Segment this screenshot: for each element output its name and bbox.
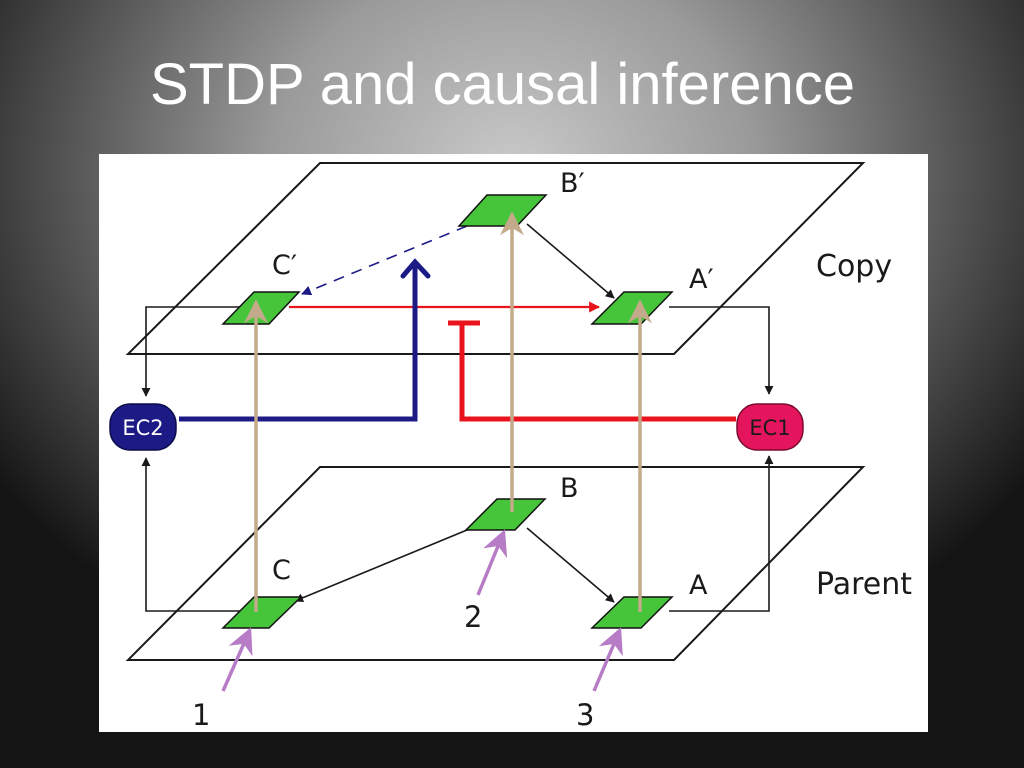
copy-plane-label: Copy: [816, 249, 892, 284]
input-1-arrow: [221, 627, 253, 692]
label-a-prime: A′: [689, 264, 714, 295]
node-a-prime: [590, 291, 674, 325]
node-c-prime: [221, 291, 301, 325]
node-b: [464, 498, 547, 531]
node-b-prime: [457, 194, 548, 227]
ec1-node: [736, 403, 804, 451]
b-to-a-arrow: [526, 527, 615, 603]
input-3-arrow: [592, 627, 623, 692]
label-a: A: [689, 570, 708, 601]
stdp-diagram: EC2 EC1 B′ C′ A′ B C A Copy Parent 1 2 3: [109, 162, 912, 732]
c-to-ec2-line: [141, 457, 249, 612]
ec2-excitatory-path: [179, 263, 418, 422]
parent-plane: [125, 466, 866, 661]
input-3-label: 3: [576, 698, 594, 732]
label-b: B: [560, 473, 579, 504]
label-c: C: [272, 555, 291, 586]
ec2-node: [109, 403, 177, 451]
slide-title: STDP and causal inference: [149, 52, 855, 117]
c-prime-to-ec2-line: [141, 306, 249, 397]
a-to-ec1-line: [669, 455, 774, 612]
input-1-label: 1: [192, 698, 210, 732]
b-prime-to-a-prime-arrow: [526, 223, 615, 299]
ec1-inhibitory-path: [459, 323, 736, 422]
b-to-c-arrow: [294, 529, 468, 603]
a-prime-to-ec1-line: [669, 306, 774, 395]
parent-plane-label: Parent: [816, 567, 912, 602]
node-a: [590, 596, 674, 629]
node-c: [221, 596, 303, 629]
ec2-label: EC2: [122, 416, 163, 440]
ec1-label: EC1: [749, 416, 790, 440]
label-b-prime: B′: [560, 168, 585, 199]
input-2-label: 2: [464, 600, 482, 634]
input-2-arrow: [476, 529, 508, 596]
ec2-arrowhead: [400, 258, 431, 279]
diagram-panel: EC2 EC1 B′ C′ A′ B C A Copy Parent 1 2 3: [99, 154, 928, 732]
copy-plane: [125, 162, 866, 355]
label-c-prime: C′: [272, 250, 297, 281]
b-prime-to-c-prime-dashed-arrow: [301, 225, 468, 296]
